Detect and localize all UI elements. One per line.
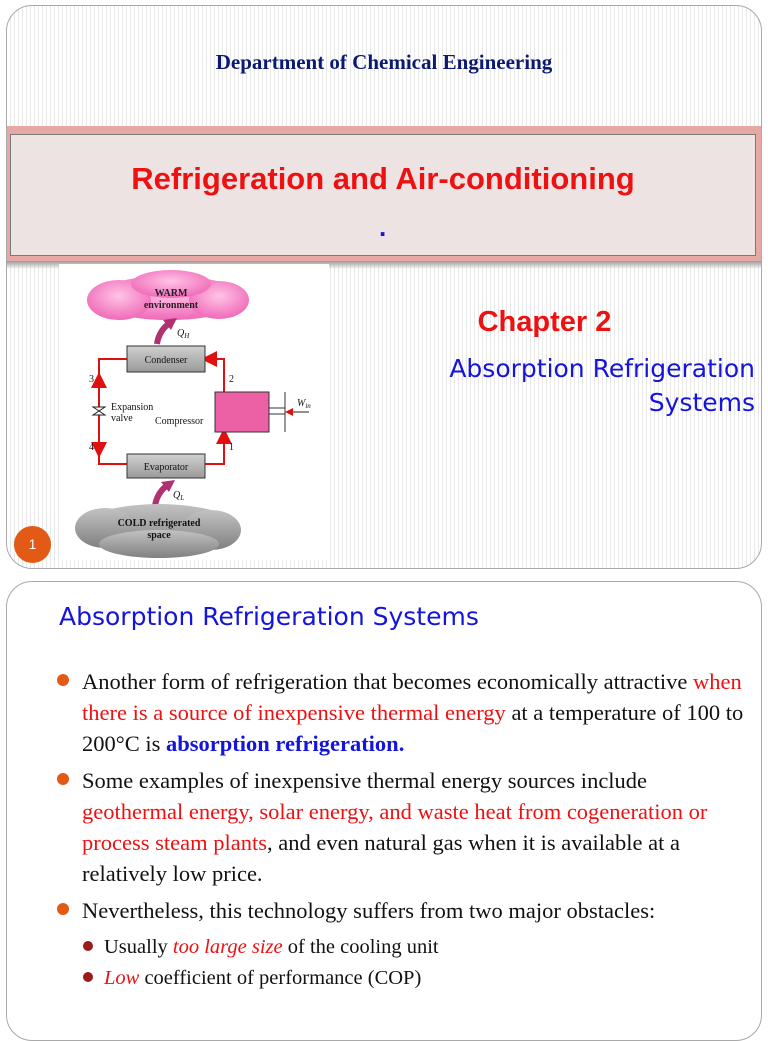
title-band: Refrigeration and Air-conditioning . bbox=[7, 126, 761, 261]
subtitle-line-2: Systems bbox=[648, 388, 755, 417]
bullet-dot-icon bbox=[57, 903, 69, 915]
band-shadow bbox=[7, 261, 761, 269]
slide-title: Absorption Refrigeration Systems bbox=[59, 602, 479, 631]
sub1-highlight: too large size bbox=[172, 936, 283, 958]
slide-number-badge: 1 bbox=[14, 526, 51, 563]
qh-arrowhead bbox=[163, 318, 177, 330]
compressor-shaft bbox=[268, 407, 286, 415]
subtitle-line-1: Absorption Refrigeration bbox=[449, 354, 755, 383]
cold-label-2: space bbox=[147, 530, 171, 541]
state-4-label: 4 bbox=[89, 442, 94, 453]
title-box: Refrigeration and Air-conditioning . bbox=[10, 134, 756, 256]
warm-label-1: WARM bbox=[155, 288, 188, 299]
bullet2-text-a: Some examples of inexpensive thermal ene… bbox=[82, 768, 648, 793]
sub1-text-b: of the cooling unit bbox=[282, 936, 439, 958]
cold-cloud bbox=[75, 504, 241, 558]
condenser-box bbox=[126, 345, 206, 373]
warm-label-2: environment bbox=[144, 300, 199, 311]
refrigeration-cycle-diagram: WARM environment QH Condenser Evaporator bbox=[59, 264, 329, 560]
ql-arrowhead bbox=[161, 480, 175, 492]
sub-bullet-dot-icon bbox=[83, 941, 93, 951]
bullet-item-1: Another form of refrigeration that becom… bbox=[57, 666, 747, 759]
chapter-subtitle: Absorption Refrigeration Systems bbox=[335, 352, 755, 420]
expansion-label-1: Expansion bbox=[111, 402, 153, 413]
bullet2-highlight: geothermal energy, solar energy, and was… bbox=[82, 799, 708, 855]
bullet-dot-icon bbox=[57, 674, 69, 686]
win-label: Win bbox=[297, 398, 311, 410]
sub1-text-a: Usually bbox=[104, 936, 173, 958]
qh-label: QH bbox=[177, 328, 190, 340]
ql-label: QL bbox=[173, 490, 184, 502]
sub-bullet-item-1: Usually too large size of the cooling un… bbox=[83, 932, 747, 963]
sub-bullet-item-2: Low coefficient of performance (COP) bbox=[83, 963, 747, 994]
cycle-line-2 bbox=[201, 351, 225, 392]
bullet2-text-b: , and even natural gas when it is availa… bbox=[82, 830, 680, 886]
bullet1-highlight: when there is a source of inexpensive th… bbox=[82, 669, 742, 725]
bullet3-text: Nevertheless, this technology suffers fr… bbox=[82, 898, 656, 923]
sub2-text: coefficient of performance (COP) bbox=[139, 967, 422, 989]
title-dot: . bbox=[379, 212, 387, 242]
bullet1-text-a: Another form of refrigeration that becom… bbox=[82, 669, 693, 694]
state-2-label: 2 bbox=[229, 374, 234, 385]
course-title: Refrigeration and Air-conditioning bbox=[131, 161, 635, 196]
bullet-item-3: Nevertheless, this technology suffers fr… bbox=[57, 895, 747, 926]
bullet-dot-icon bbox=[57, 773, 69, 785]
cold-label-1: COLD refrigerated bbox=[118, 518, 201, 529]
content-slide: Absorption Refrigeration Systems Another… bbox=[6, 581, 762, 1041]
bullet-list: Another form of refrigeration that becom… bbox=[57, 666, 747, 994]
condenser-label: Condenser bbox=[145, 355, 188, 366]
evaporator-box bbox=[126, 453, 206, 479]
evaporator-label: Evaporator bbox=[144, 462, 189, 473]
refrigeration-cycle-svg: WARM environment QH Condenser Evaporator bbox=[75, 270, 311, 558]
cycle-line-1 bbox=[205, 428, 232, 465]
chapter-heading: Chapter 2 bbox=[477, 306, 612, 338]
state-3-label: 3 bbox=[89, 374, 94, 385]
sub2-highlight: Low bbox=[104, 967, 140, 989]
expansion-valve-icon bbox=[91, 406, 107, 416]
bullet1-text-b: at a temperature of 100 to 200°C is bbox=[82, 700, 744, 756]
warm-cloud bbox=[87, 270, 249, 320]
title-slide: Department of Chemical Engineering Refri… bbox=[6, 5, 762, 569]
compressor-label: Compressor bbox=[155, 416, 204, 427]
sub-bullet-dot-icon bbox=[83, 972, 93, 982]
state-1-label: 1 bbox=[229, 442, 234, 453]
expansion-label-2: valve bbox=[111, 413, 133, 424]
bullet-item-2: Some examples of inexpensive thermal ene… bbox=[57, 765, 747, 889]
department-heading: Department of Chemical Engineering bbox=[215, 50, 553, 74]
compressor-box bbox=[214, 391, 270, 433]
bullet1-emphasis: absorption refrigeration. bbox=[166, 731, 405, 756]
